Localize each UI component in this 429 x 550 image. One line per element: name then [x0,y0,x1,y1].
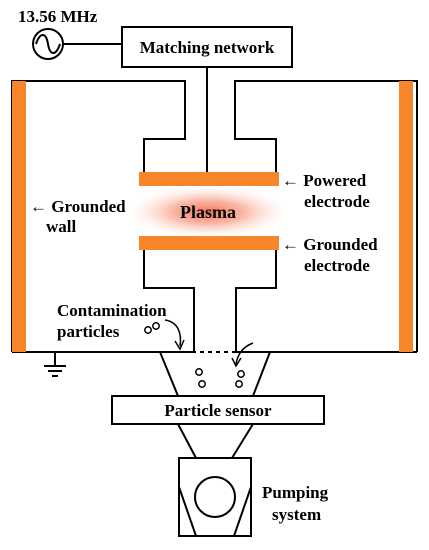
grounded-wall-label-2: wall [46,217,77,236]
pump-outline [233,486,252,537]
matching-network-label: Matching network [140,38,275,57]
particle [237,370,245,378]
contamination-label: Contamination [57,301,167,320]
exhaust-funnel [159,351,271,397]
grounded-electrode-label: ← Grounded [282,235,378,254]
pump-funnel [177,423,254,459]
plasma-label: Plasma [180,202,236,222]
powered-electrode-label: ← Powered [282,171,367,190]
particle-path-arrow-2 [235,342,254,365]
grounded-wall-label: ← Grounded [30,197,126,216]
particle [235,380,243,388]
grounded-wall-right [399,81,413,352]
chamber-wall-right [234,80,418,352]
pumping-label: Pumping [262,483,329,502]
ground-support-left [143,250,195,352]
particle-sensor-box [111,395,325,425]
grounded-wall-left [12,81,26,352]
pumping-label-2: system [272,505,321,524]
pump-box [178,457,252,537]
particle-path-arrow [164,319,182,347]
contamination-label-2: particles [57,322,120,341]
sine-wave-icon [35,34,61,54]
powered-electrode-label-2: electrode [304,192,370,211]
frequency-label: 13.56 MHz [18,7,98,26]
particle [144,326,152,334]
pump-outline [178,486,197,537]
particle-sensor-label: Particle sensor [164,401,272,420]
grounded-electrode-label-2: electrode [304,256,370,275]
grounded-electrode [139,236,279,250]
arrow-head-icon [174,339,185,351]
particle [195,368,203,376]
plasma-glow [128,186,288,238]
particle [198,380,206,388]
ground-support-right [235,250,277,352]
powered-electrode [139,172,279,186]
rf-source [32,28,122,60]
ground-symbol-icon [44,352,66,377]
arrow-head-icon [231,357,242,368]
particle [152,322,160,330]
pump-rotor-icon [194,476,236,518]
